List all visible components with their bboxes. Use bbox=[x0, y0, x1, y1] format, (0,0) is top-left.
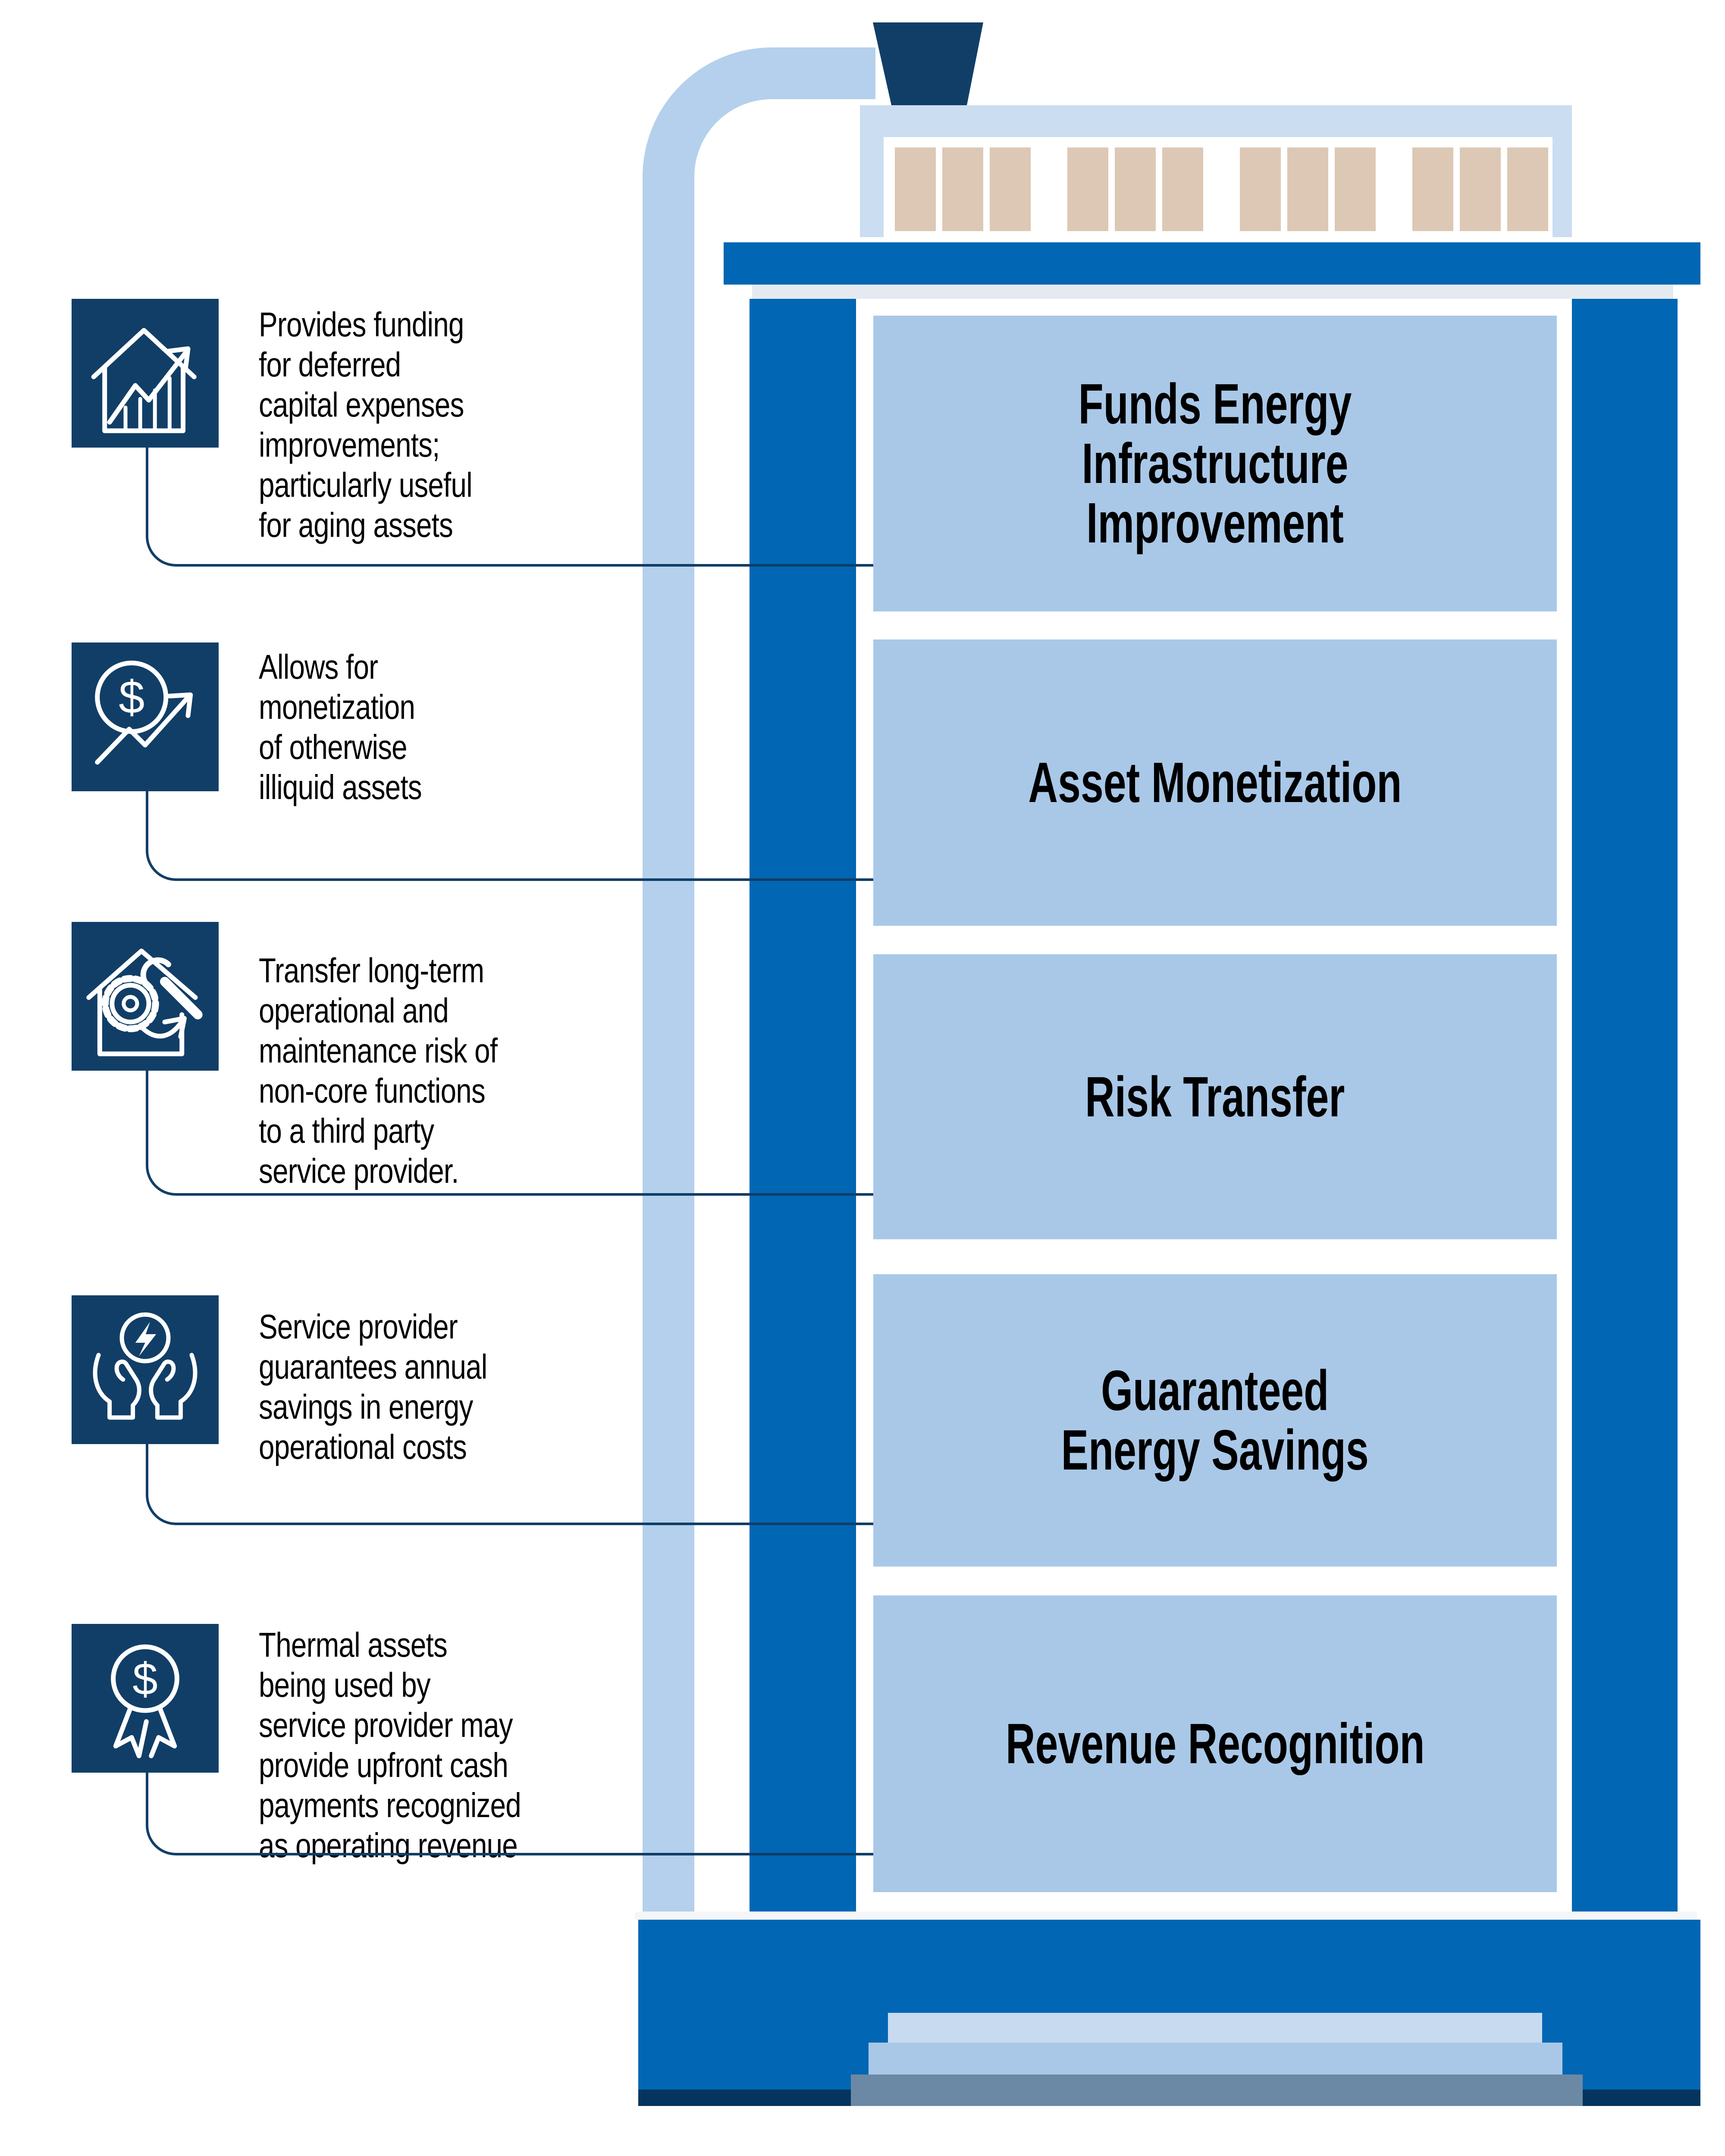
svg-text:$: $ bbox=[119, 671, 144, 723]
pedestal-step-top bbox=[888, 2013, 1542, 2043]
steam-pipe bbox=[643, 47, 875, 1912]
connector-line-1 bbox=[146, 447, 873, 567]
icon-tile-4 bbox=[72, 1295, 219, 1444]
boiler-top-gasket bbox=[752, 285, 1673, 299]
vent-bar bbox=[1507, 147, 1548, 231]
icon-tile-2: $ bbox=[72, 642, 219, 791]
chimney bbox=[873, 22, 983, 106]
benefit-description-4: Service provider guarantees annual savin… bbox=[259, 1307, 487, 1466]
vent-bar bbox=[1287, 147, 1328, 231]
benefit-description-2: Allows for monetization of otherwise ill… bbox=[259, 648, 422, 806]
label-text: Guaranteed Energy Savings bbox=[1061, 1359, 1369, 1482]
icon-tile-1 bbox=[72, 299, 219, 448]
hands-energy-icon bbox=[72, 1295, 219, 1444]
vent-bar bbox=[1240, 147, 1281, 231]
house-maintenance-icon bbox=[72, 922, 219, 1071]
connector-line-5 bbox=[146, 1772, 873, 1855]
icon-tile-5: $ bbox=[72, 1624, 219, 1773]
vent-bar bbox=[1162, 147, 1203, 231]
connector-line-4 bbox=[146, 1443, 873, 1525]
vent-bar bbox=[942, 147, 983, 231]
benefit-description-1: Provides funding for deferred capital ex… bbox=[259, 305, 473, 544]
vent-bar bbox=[1115, 147, 1156, 231]
vent-bar bbox=[1412, 147, 1453, 231]
right-pillar bbox=[1572, 299, 1678, 1912]
vent-bar bbox=[1460, 147, 1501, 231]
label-box-guaranteed-energy-savings: Guaranteed Energy Savings bbox=[873, 1274, 1557, 1567]
boiler-top-bar bbox=[724, 242, 1700, 285]
vent-bar bbox=[1067, 147, 1108, 231]
benefit-description-5: Thermal assets being used by service pro… bbox=[259, 1626, 521, 1865]
svg-text:$: $ bbox=[132, 1654, 157, 1705]
vent-bar bbox=[1335, 147, 1376, 231]
label-text: Funds Energy Infrastructure Improvement bbox=[1078, 372, 1352, 555]
house-growth-icon bbox=[72, 299, 219, 448]
label-box-asset-monetization: Asset Monetization bbox=[873, 639, 1557, 926]
label-box-revenue-recognition: Revenue Recognition bbox=[873, 1595, 1557, 1892]
label-text: Revenue Recognition bbox=[1005, 1712, 1425, 1775]
label-text: Risk Transfer bbox=[1085, 1065, 1345, 1128]
left-pillar bbox=[750, 299, 856, 1912]
icon-tile-3 bbox=[72, 922, 219, 1071]
coin-monetization-icon: $ bbox=[72, 642, 219, 791]
connector-line-3 bbox=[146, 1070, 873, 1196]
pedestal-step-bottom bbox=[851, 2075, 1583, 2106]
label-box-funds-energy-infrastructure-improvement: Funds Energy Infrastructure Improvement bbox=[873, 316, 1557, 611]
vent-bar bbox=[895, 147, 936, 231]
label-box-risk-transfer: Risk Transfer bbox=[873, 954, 1557, 1239]
medal-dollar-icon: $ bbox=[72, 1624, 219, 1773]
benefit-description-3: Transfer long-term operational and maint… bbox=[259, 951, 498, 1190]
connector-line-2 bbox=[146, 790, 873, 881]
pedestal-step-middle bbox=[869, 2043, 1562, 2075]
vent-grille bbox=[895, 147, 1550, 231]
label-text: Asset Monetization bbox=[1028, 751, 1402, 814]
base-gasket bbox=[634, 1912, 1697, 1921]
vent-bar bbox=[990, 147, 1031, 231]
